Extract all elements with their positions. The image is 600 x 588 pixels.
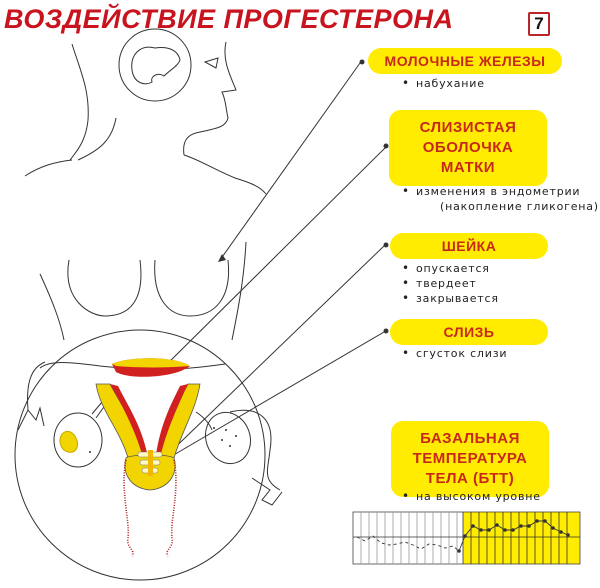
corpus-luteum-icon xyxy=(59,430,79,453)
bullet-item: сгусток слизи xyxy=(400,346,507,361)
cervix-bullets: опускается твердеет закрывается xyxy=(400,261,499,306)
label-cervix: ШЕЙКА xyxy=(390,233,548,259)
bullet-item: опускается xyxy=(400,261,499,276)
bbt-chart xyxy=(352,511,581,565)
label-breasts: МОЛОЧНЫЕ ЖЕЛЕЗЫ xyxy=(368,48,562,74)
ovary-follicles xyxy=(213,427,237,447)
breast-right xyxy=(154,259,230,317)
head-circle xyxy=(118,28,192,102)
bullet-item: изменения в эндометрии xyxy=(400,184,599,199)
head-outline xyxy=(69,43,89,161)
bullet-item: на высоком уровне xyxy=(400,489,541,504)
page-number-badge: 7 xyxy=(528,12,550,36)
leader-endometrium xyxy=(154,147,386,377)
page-title: ВОЗДЕЙСТВИЕ ПРОГЕСТЕРОНА xyxy=(4,4,454,34)
label-mucus: СЛИЗЬ xyxy=(390,319,548,345)
breasts-bullets: набухание xyxy=(400,76,485,91)
pelvis-circle xyxy=(14,329,266,581)
label-endometrium: СЛИЗИСТАЯ ОБОЛОЧКА МАТКИ xyxy=(389,110,547,186)
breast-left xyxy=(67,259,142,317)
endometrium-bullets: изменения в эндометрии (накопление глико… xyxy=(400,184,599,214)
ovary-left xyxy=(53,412,103,468)
bullet-continuation: (накопление гликогена) xyxy=(440,200,599,213)
bullet-item: закрывается xyxy=(400,291,499,306)
leader-mucus xyxy=(164,331,385,461)
bullet-item: набухание xyxy=(400,76,485,91)
mucus-bullets: сгусток слизи xyxy=(400,346,507,361)
leader-breasts xyxy=(219,62,361,261)
label-bbt: БАЗАЛЬНАЯ ТЕМПЕРАТУРА ТЕЛА (БТТ) xyxy=(391,421,549,497)
brain-icon xyxy=(131,46,181,85)
uterus-icon xyxy=(95,383,201,491)
leader-cervix xyxy=(159,245,385,463)
bbt-bullets: на высоком уровне xyxy=(400,489,541,504)
ovary-right xyxy=(204,411,252,465)
bullet-item: твердеет xyxy=(400,276,499,291)
